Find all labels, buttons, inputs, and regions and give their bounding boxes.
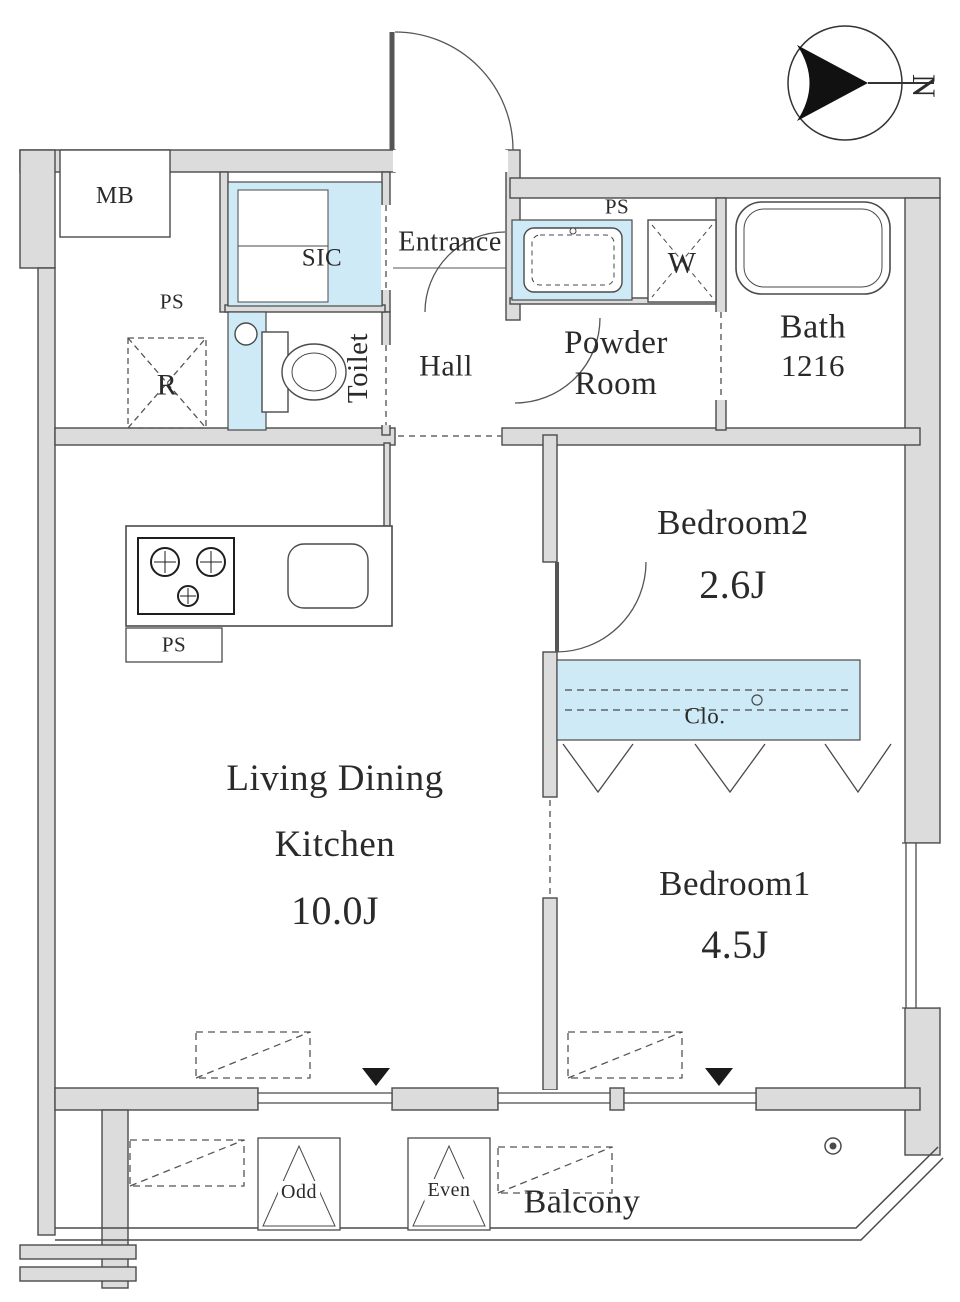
stove-icon bbox=[137, 537, 235, 615]
bedroom2-size-label: 2.6J bbox=[699, 562, 767, 607]
refrigerator-label: R bbox=[156, 368, 178, 402]
mb-label: MB bbox=[95, 182, 135, 209]
hatch-even-label: Even bbox=[424, 1179, 474, 1201]
bath-size-label: 1216 bbox=[781, 347, 845, 383]
powder-room-label: Powder Room bbox=[564, 324, 668, 402]
hatch-odd-label: Odd bbox=[278, 1181, 320, 1203]
kitchen-sink-icon bbox=[287, 543, 369, 609]
ldk-name-label: Living Dining Kitchen bbox=[226, 758, 444, 865]
washbasin-icon bbox=[523, 227, 623, 293]
ps-kitchen-box bbox=[125, 627, 223, 663]
sic-label: SIC bbox=[301, 244, 343, 272]
washing-machine-icon bbox=[647, 219, 717, 303]
toilet-label: Toilet bbox=[342, 332, 375, 404]
window-markers bbox=[362, 1068, 733, 1086]
ps-top-label: PS bbox=[604, 194, 630, 219]
walls bbox=[19, 149, 941, 1289]
equipment-outlines bbox=[129, 1031, 683, 1194]
closet-rail bbox=[565, 689, 852, 711]
bathtub-icon bbox=[735, 201, 891, 295]
balcony-label: Balcony bbox=[523, 1183, 641, 1221]
compass-north-label: N bbox=[905, 73, 942, 99]
closet-label: Clo. bbox=[684, 703, 726, 729]
hall-label: Hall bbox=[419, 349, 473, 383]
bath-name-label: Bath bbox=[779, 308, 847, 346]
balcony-rail bbox=[55, 1137, 944, 1241]
washer-label: W bbox=[667, 246, 697, 280]
refrigerator-space bbox=[127, 337, 207, 429]
ps-kitchen-label: PS bbox=[161, 632, 187, 657]
windows bbox=[257, 842, 938, 1108]
folding-door-icon bbox=[562, 743, 892, 794]
ldk-size-label: 10.0J bbox=[290, 888, 380, 933]
toilet-icon bbox=[234, 322, 347, 413]
sic-shelf bbox=[237, 189, 329, 303]
ps-left-label: PS bbox=[159, 289, 185, 314]
sliding-door-dashes bbox=[385, 205, 722, 896]
bedroom2-name-label: Bedroom2 bbox=[657, 502, 809, 542]
door-swings bbox=[389, 31, 647, 653]
bedroom1-name-label: Bedroom1 bbox=[659, 863, 811, 903]
bedroom1-size-label: 4.5J bbox=[701, 922, 769, 967]
entrance-label: Entrance bbox=[398, 226, 502, 258]
compass-icon bbox=[787, 25, 934, 141]
meter-box bbox=[59, 149, 171, 238]
